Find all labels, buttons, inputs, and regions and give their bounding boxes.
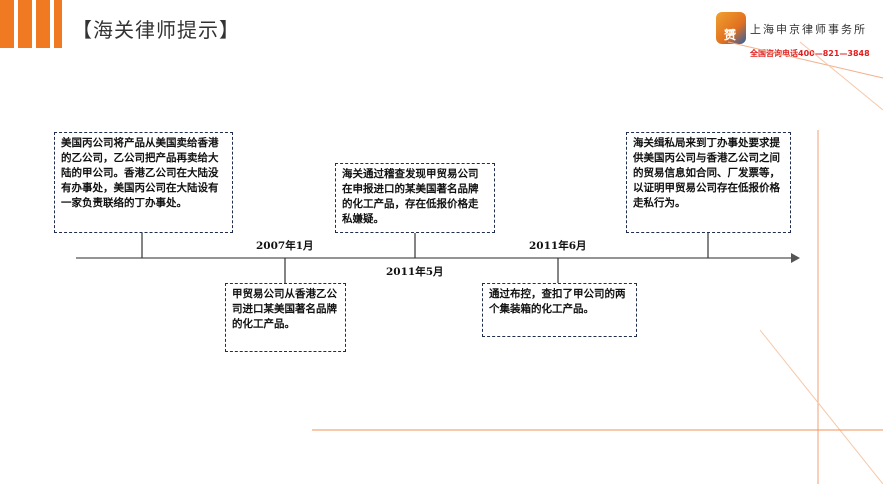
accent-bar — [0, 0, 14, 48]
logo-mark-icon: 赟 — [716, 12, 746, 44]
timeline-event-box: 甲贸易公司从香港乙公司进口某美国著名品牌的化工产品。 — [225, 283, 346, 352]
timeline-event-box: 海关缉私局来到丁办事处要求提供美国丙公司与香港乙公司之间的贸易信息如合同、厂发票… — [626, 132, 791, 233]
timeline-date: 2011年5月 — [386, 266, 444, 278]
page-title: 【海关律师提示】 — [72, 18, 240, 42]
timeline-date: 2007年1月 — [256, 240, 314, 252]
timeline-event-box: 海关通过稽查发现甲贸易公司在申报进口的某美国著名品牌的化工产品，存在低报价格走私… — [335, 163, 495, 233]
timeline-date: 2011年6月 — [529, 240, 587, 252]
hotline-text: 全国咨询电话400—821—3848 — [750, 49, 870, 58]
accent-bar — [36, 0, 50, 48]
accent-bar — [18, 0, 32, 48]
firm-logo: 赟 上海申京律师事务所 全国咨询电话400—821—3848 — [716, 12, 883, 72]
arrow-head-icon — [791, 253, 800, 263]
accent-bar — [54, 0, 62, 48]
timeline-event-box: 通过布控，查扣了甲公司的两个集装箱的化工产品。 — [482, 283, 637, 337]
timeline-event-box: 美国丙公司将产品从美国卖给香港的乙公司，乙公司把产品再卖给大陆的甲公司。香港乙公… — [54, 132, 233, 233]
firm-name: 上海申京律师事务所 — [750, 23, 867, 36]
